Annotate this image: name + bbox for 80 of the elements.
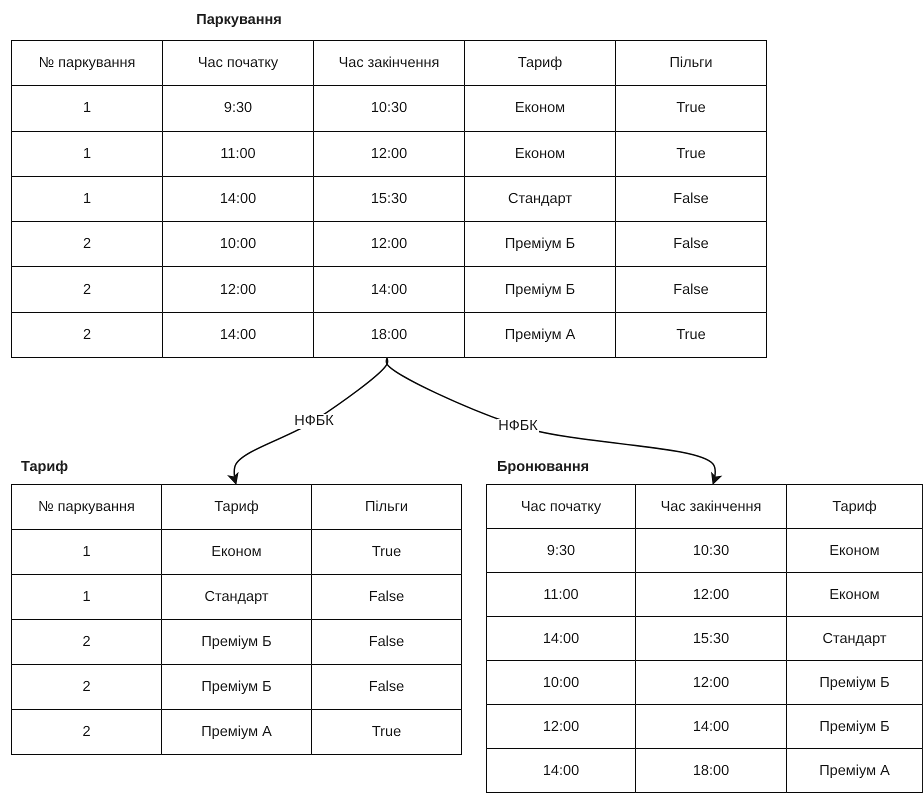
table-cell: 1	[12, 530, 162, 575]
table-cell: 11:00	[487, 573, 636, 617]
table-cell: 14:00	[163, 312, 314, 358]
table-cell: 14:00	[163, 176, 314, 222]
column-header: Тариф	[787, 485, 923, 529]
table-cell: 1	[12, 575, 162, 620]
table-cell: 10:30	[314, 86, 465, 132]
table-cell: Стандарт	[787, 617, 923, 661]
table-cell: 14:00	[487, 617, 636, 661]
table-cell: True	[616, 132, 767, 177]
table-cell: 1	[12, 176, 163, 222]
table-cell: Преміум Б	[465, 267, 616, 313]
table-cell: True	[312, 710, 462, 755]
edge-label: НФБК	[293, 414, 335, 428]
table-cell: 18:00	[636, 749, 787, 793]
table-cell: False	[312, 620, 462, 665]
table-cell: Економ	[465, 132, 616, 177]
table-cell: 2	[12, 267, 163, 313]
table-cell: Економ	[787, 573, 923, 617]
table-cell: 15:30	[636, 617, 787, 661]
table-cell: 10:30	[636, 529, 787, 573]
table-cell: Преміум Б	[787, 661, 923, 705]
table-cell: 2	[12, 222, 163, 268]
arrow	[386, 358, 722, 485]
table-title: Паркування	[196, 11, 282, 29]
table-cell: Економ	[787, 529, 923, 573]
table-title: Тариф	[21, 458, 68, 476]
column-header: Пільги	[312, 485, 462, 530]
column-header: Час закінчення	[636, 485, 787, 529]
table-cell: Економ	[465, 86, 616, 132]
table-cell: Стандарт	[465, 176, 616, 222]
table-cell: 2	[12, 620, 162, 665]
column-header: Час початку	[487, 485, 636, 529]
table-cell: Преміум А	[465, 312, 616, 358]
table-cell: Преміум Б	[162, 620, 312, 665]
table-cell: 11:00	[163, 132, 314, 177]
table-cell: False	[312, 665, 462, 710]
column-header: Тариф	[162, 485, 312, 530]
table-cell: 9:30	[487, 529, 636, 573]
table-cell: 18:00	[314, 312, 465, 358]
column-header: Тариф	[465, 41, 616, 86]
table-cell: 12:00	[636, 661, 787, 705]
table-cell: True	[312, 530, 462, 575]
table-cell: 12:00	[636, 573, 787, 617]
table-cell: 10:00	[163, 222, 314, 268]
table-cell: Преміум А	[787, 749, 923, 793]
table-cell: 14:00	[314, 267, 465, 313]
table-cell: False	[312, 575, 462, 620]
table-cell: 10:00	[487, 661, 636, 705]
column-header: Пільги	[616, 41, 767, 86]
table-cell: 12:00	[487, 705, 636, 749]
table-cell: 2	[12, 665, 162, 710]
table-cell: Преміум Б	[162, 665, 312, 710]
table-cell: 12:00	[314, 132, 465, 177]
table-cell: Економ	[162, 530, 312, 575]
table-cell: False	[616, 222, 767, 268]
table-cell: Преміум Б	[465, 222, 616, 268]
table-cell: 15:30	[314, 176, 465, 222]
table-cell: 1	[12, 86, 163, 132]
table-title: Бронювання	[497, 458, 590, 476]
column-header: № паркування	[12, 485, 162, 530]
column-header: Час початку	[163, 41, 314, 86]
table-cell: False	[616, 267, 767, 313]
column-header: Час закінчення	[314, 41, 465, 86]
column-header: № паркування	[12, 41, 163, 86]
table-cell: Преміум А	[162, 710, 312, 755]
table-cell: 1	[12, 132, 163, 177]
table-cell: 14:00	[487, 749, 636, 793]
table-cell: Преміум Б	[787, 705, 923, 749]
table-cell: 14:00	[636, 705, 787, 749]
table-cell: Стандарт	[162, 575, 312, 620]
edge-label: НФБК	[497, 418, 539, 434]
table-cell: True	[616, 312, 767, 358]
table-cell: True	[616, 86, 767, 132]
table-cell: 9:30	[163, 86, 314, 132]
table-cell: 12:00	[163, 267, 314, 313]
table-cell: False	[616, 176, 767, 222]
table-cell: 2	[12, 312, 163, 358]
table-cell: 12:00	[314, 222, 465, 268]
table-cell: 2	[12, 710, 162, 755]
